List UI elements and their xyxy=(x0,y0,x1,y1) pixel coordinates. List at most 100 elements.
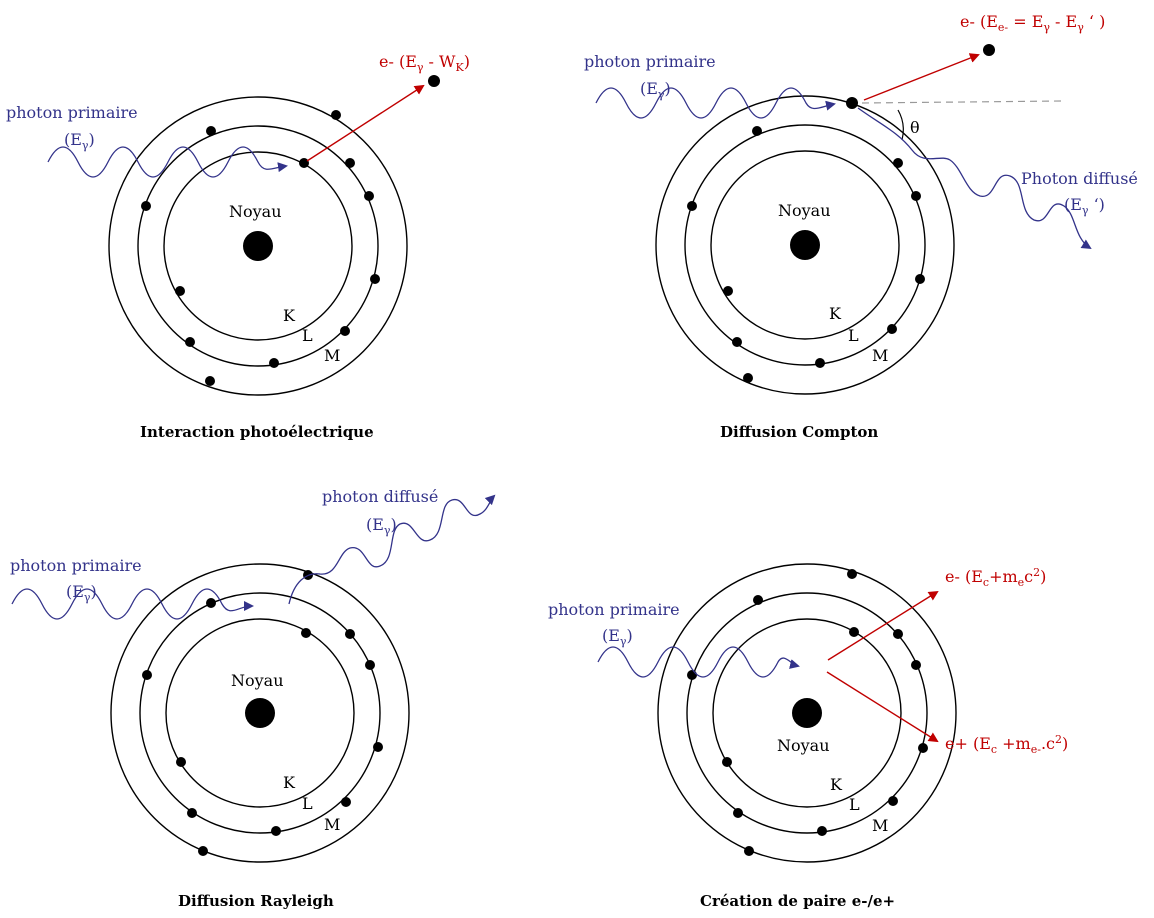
shell-m xyxy=(657,563,957,863)
photon-label: photon primaire xyxy=(10,556,142,575)
electron xyxy=(918,743,928,753)
electron xyxy=(206,126,216,136)
shell-l xyxy=(684,124,926,366)
shell-l xyxy=(686,592,928,834)
photon-energy: (Eγ) xyxy=(64,130,95,152)
electron xyxy=(722,757,732,767)
shell-k xyxy=(165,618,355,808)
electron xyxy=(893,629,903,639)
shell-l-label: L xyxy=(302,326,313,345)
ejected-electron-arrow xyxy=(863,53,980,101)
electron-energy-label: e- (Eγ - WK) xyxy=(379,52,470,74)
electron xyxy=(365,660,375,670)
electrons xyxy=(687,97,925,383)
electron xyxy=(687,670,697,680)
electron xyxy=(198,846,208,856)
electron xyxy=(141,201,151,211)
photon-energy: (Eγ) xyxy=(66,582,97,604)
photon-label: photon primaire xyxy=(584,52,716,71)
electron xyxy=(364,191,374,201)
theta-label: θ xyxy=(910,118,920,137)
theta-arc xyxy=(897,109,904,141)
electron xyxy=(687,201,697,211)
electron xyxy=(269,358,279,368)
shell-l-label: L xyxy=(849,795,860,814)
electron xyxy=(185,337,195,347)
nucleus xyxy=(790,230,820,260)
nucleus xyxy=(245,698,275,728)
electron xyxy=(744,846,754,856)
electron xyxy=(888,796,898,806)
caption-photoelectric: Interaction photoélectrique xyxy=(140,423,374,441)
electron xyxy=(187,808,197,818)
electron xyxy=(345,629,355,639)
ejected-electron xyxy=(983,44,995,56)
caption-pair: Création de paire e-/e+ xyxy=(700,892,895,910)
nucleus-label: Noyau xyxy=(778,201,831,220)
caption-compton: Diffusion Compton xyxy=(720,423,878,441)
shell-m-label: M xyxy=(872,346,888,365)
electron-energy-label: e- (Ee- = Eγ - Eγ ‘ ) xyxy=(960,12,1105,34)
electron xyxy=(733,808,743,818)
electron xyxy=(331,110,341,120)
electron xyxy=(743,373,753,383)
panel-pair-production: Noyau K L M photon primaire (Eγ) e- (Ec+… xyxy=(548,563,1068,910)
nucleus-label: Noyau xyxy=(231,671,284,690)
electron xyxy=(340,326,350,336)
scattered-label: Photon diffusé xyxy=(1021,169,1138,188)
electrons xyxy=(142,570,383,856)
electron xyxy=(345,158,355,168)
electrons xyxy=(141,110,380,386)
nucleus-label: Noyau xyxy=(777,736,830,755)
shell-l-label: L xyxy=(848,326,859,345)
electron xyxy=(846,97,858,109)
electron xyxy=(370,274,380,284)
panel-photoelectric: Noyau K L M photon primaire (Eγ) e- (Eγ … xyxy=(6,52,470,441)
electron xyxy=(915,274,925,284)
shell-k-label: K xyxy=(830,775,843,794)
electron xyxy=(206,598,216,608)
shell-m-label: M xyxy=(324,346,340,365)
shell-k-label: K xyxy=(829,304,842,323)
electron xyxy=(205,376,215,386)
electron xyxy=(887,324,897,334)
photon-label: photon primaire xyxy=(6,103,138,122)
electron xyxy=(893,158,903,168)
nucleus xyxy=(792,698,822,728)
electron xyxy=(753,595,763,605)
scattered-photon-wave xyxy=(288,494,496,605)
electron xyxy=(911,191,921,201)
shell-l xyxy=(139,592,381,834)
electron xyxy=(373,742,383,752)
shell-k xyxy=(712,618,902,808)
electron xyxy=(175,286,185,296)
primary-photon-wave xyxy=(595,87,836,119)
electron xyxy=(817,826,827,836)
electron xyxy=(849,627,859,637)
positron-arrow xyxy=(826,671,939,743)
shell-l xyxy=(137,125,379,367)
electron xyxy=(911,660,921,670)
nucleus-label: Noyau xyxy=(229,202,282,221)
primary-photon-wave xyxy=(47,146,288,178)
photon-energy: (Eγ) xyxy=(602,626,633,648)
shell-l-label: L xyxy=(302,794,313,813)
shell-k-label: K xyxy=(283,773,296,792)
nucleus xyxy=(243,231,273,261)
shell-k-label: K xyxy=(283,306,296,325)
electron xyxy=(847,569,857,579)
electron xyxy=(815,358,825,368)
primary-photon-wave xyxy=(11,588,254,620)
shell-m xyxy=(108,96,408,396)
electron xyxy=(301,628,311,638)
panel-compton: Noyau K L M θ photon primaire (Eγ) e- (E… xyxy=(584,12,1138,441)
electron xyxy=(752,126,762,136)
electron xyxy=(732,337,742,347)
scattered-energy: (Eγ ‘) xyxy=(1064,195,1105,217)
panel-rayleigh: Noyau K L M photon primaire (Eγ) photon … xyxy=(10,487,496,910)
primary-photon-wave xyxy=(597,646,800,678)
reference-direction-line xyxy=(861,100,1063,104)
shell-k xyxy=(710,150,900,340)
positron-energy-label: e+ (Ec +me-.c2) xyxy=(945,733,1068,756)
